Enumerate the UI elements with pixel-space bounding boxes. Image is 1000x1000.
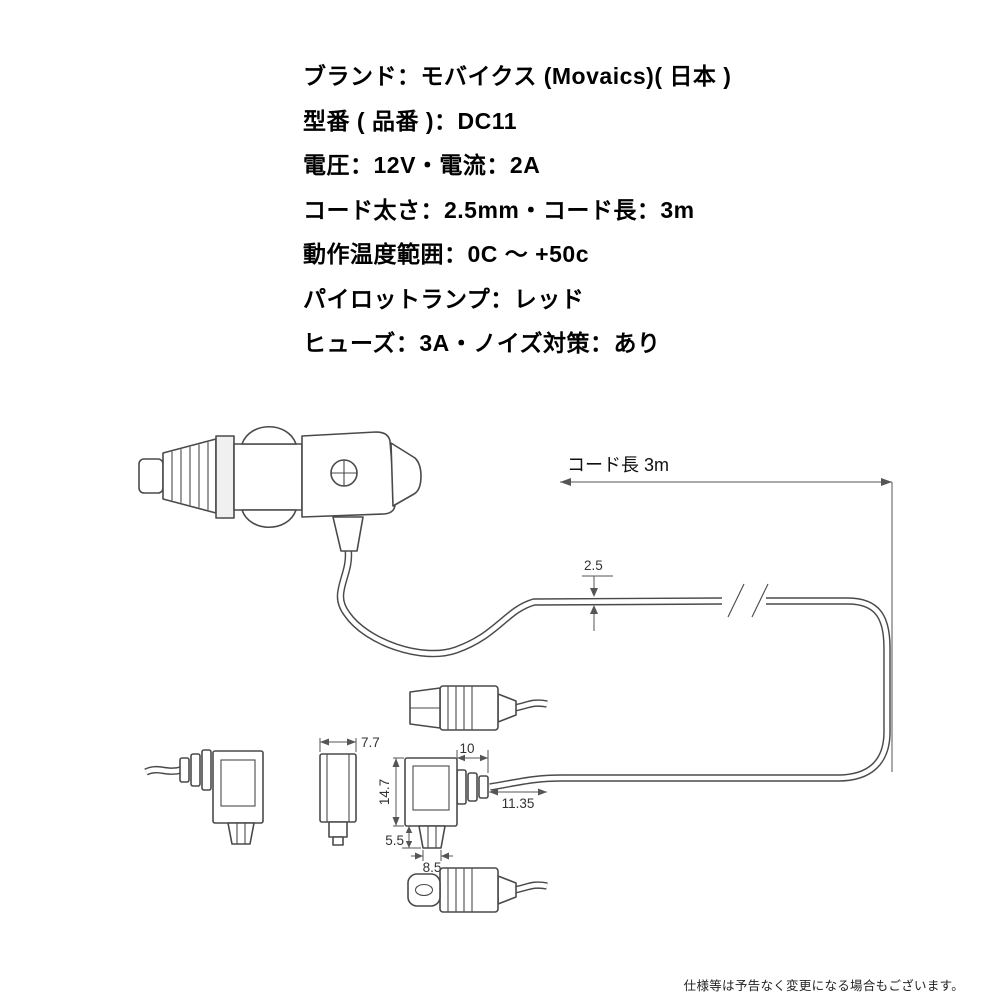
usb-tip-contacts xyxy=(427,826,437,848)
arrow-right-icon xyxy=(480,754,488,762)
connector-body-inset xyxy=(412,765,450,811)
arrow-left-icon xyxy=(560,478,571,486)
spec-line-brand: ブランド：モバイクス (Movaics)( 日本 ) xyxy=(303,63,732,89)
width-label: 7.7 xyxy=(361,735,380,750)
connector-body xyxy=(319,753,357,823)
connector-body xyxy=(439,685,499,731)
tip-height-label: 5.5 xyxy=(385,833,404,848)
arrow-up-icon xyxy=(392,758,400,767)
dimension-shell-length: 10 xyxy=(456,741,489,773)
spec-line-cord: コード太さ：2.5mm・コード長：3m xyxy=(303,196,695,223)
dimension-tip-height: 5.5 xyxy=(385,826,421,849)
cable-outline xyxy=(336,547,891,791)
connector-straight-top xyxy=(409,685,548,731)
plug-collar xyxy=(215,435,235,519)
connector-body xyxy=(439,867,499,913)
spec-line-temperature: 動作温度範囲：0C ～ +50c xyxy=(303,241,589,267)
metal-shell xyxy=(407,873,441,907)
dimension-cord-thickness: 2.5 xyxy=(582,558,613,631)
usb-tip xyxy=(418,825,446,849)
cord-thickness-label: 2.5 xyxy=(584,558,603,573)
connector-angle-right: 10 11.35 14.7 5.5 xyxy=(377,741,547,875)
usb-port-opening xyxy=(414,883,434,897)
connector-straight-bottom xyxy=(407,867,548,913)
strain-relief xyxy=(497,693,517,723)
plug-spring-clip-bottom xyxy=(241,509,297,529)
shell-length-label: 10 xyxy=(459,741,474,756)
cable-break-mark xyxy=(727,583,769,618)
total-length-label: 11.35 xyxy=(502,796,535,811)
rib-small xyxy=(179,757,190,783)
arrow-left-icon xyxy=(489,788,498,796)
plug-center-tip xyxy=(138,458,164,494)
rib-large xyxy=(456,769,467,805)
rib-medium xyxy=(467,772,478,802)
plug-body xyxy=(233,443,303,511)
spec-block: ブランド：モバイクス (Movaics)( 日本 ) 型番 ( 品番 )：DC1… xyxy=(303,54,731,366)
arrow-right-icon xyxy=(881,478,892,486)
connector-ribs xyxy=(447,868,473,912)
usb-tip-nub xyxy=(332,836,344,846)
arrow-right-icon xyxy=(538,788,547,796)
arrow-down-icon xyxy=(590,588,598,597)
dimension-connector-width: 7.7 xyxy=(319,735,380,752)
spec-line-model: 型番 ( 品番 )：DC11 xyxy=(303,107,518,134)
dimension-connector-height: 14.7 xyxy=(377,757,404,827)
arrow-right-icon xyxy=(347,738,356,746)
dimension-cord-length: コード長 3m xyxy=(560,455,893,772)
connector-angle-left xyxy=(144,749,264,845)
rib-medium xyxy=(190,753,201,787)
arrow-up-icon xyxy=(590,605,598,614)
plug-end-cap xyxy=(390,442,422,507)
footer-disclaimer: 仕様等は予告なく変更になる場合もございます。 xyxy=(683,979,964,993)
arrow-up-icon xyxy=(405,826,413,833)
spec-line-pilot-lamp: パイロットランプ：レッド xyxy=(303,285,585,312)
connector-body-walls xyxy=(326,754,350,822)
connector-height-label: 14.7 xyxy=(377,779,392,805)
spec-line-fuse: ヒューズ：3A・ノイズ対策：あり xyxy=(303,330,661,356)
spec-line-voltage: 電圧：12V・電流：2A xyxy=(303,152,541,178)
dimension-total-length: 11.35 xyxy=(489,788,547,811)
connector-front-view: 7.7 xyxy=(319,735,380,846)
connector-body-inset xyxy=(220,759,256,807)
rib-large xyxy=(201,749,212,791)
arrow-right-icon xyxy=(415,852,423,860)
connector-ribs xyxy=(447,686,473,730)
arrow-left-icon xyxy=(320,738,329,746)
dimension-tip-width: 8.5 xyxy=(411,850,453,875)
rib-small xyxy=(478,775,489,799)
stub-cable-inner xyxy=(513,700,548,711)
strain-relief xyxy=(497,875,517,905)
plug-nose-ribs xyxy=(171,442,209,510)
screw-cross-icon xyxy=(331,460,357,486)
main-cable xyxy=(336,547,891,791)
stub-cable-inner xyxy=(144,767,182,775)
usb-tip xyxy=(227,822,255,845)
arrow-left-icon xyxy=(457,754,465,762)
usb-tip-contacts xyxy=(236,823,246,844)
cord-length-label: コード長 3m xyxy=(567,455,669,475)
cigarette-plug xyxy=(138,425,422,552)
arrow-left-icon xyxy=(441,852,449,860)
stub-cable-inner xyxy=(513,882,548,893)
arrow-down-icon xyxy=(405,841,413,848)
tip-width-label: 8.5 xyxy=(423,860,442,875)
plug-spring-clip-top xyxy=(241,425,297,445)
usb-tip xyxy=(328,821,348,838)
plug-strain-relief xyxy=(332,516,364,552)
cable-inner xyxy=(338,547,890,790)
arrow-down-icon xyxy=(392,817,400,826)
